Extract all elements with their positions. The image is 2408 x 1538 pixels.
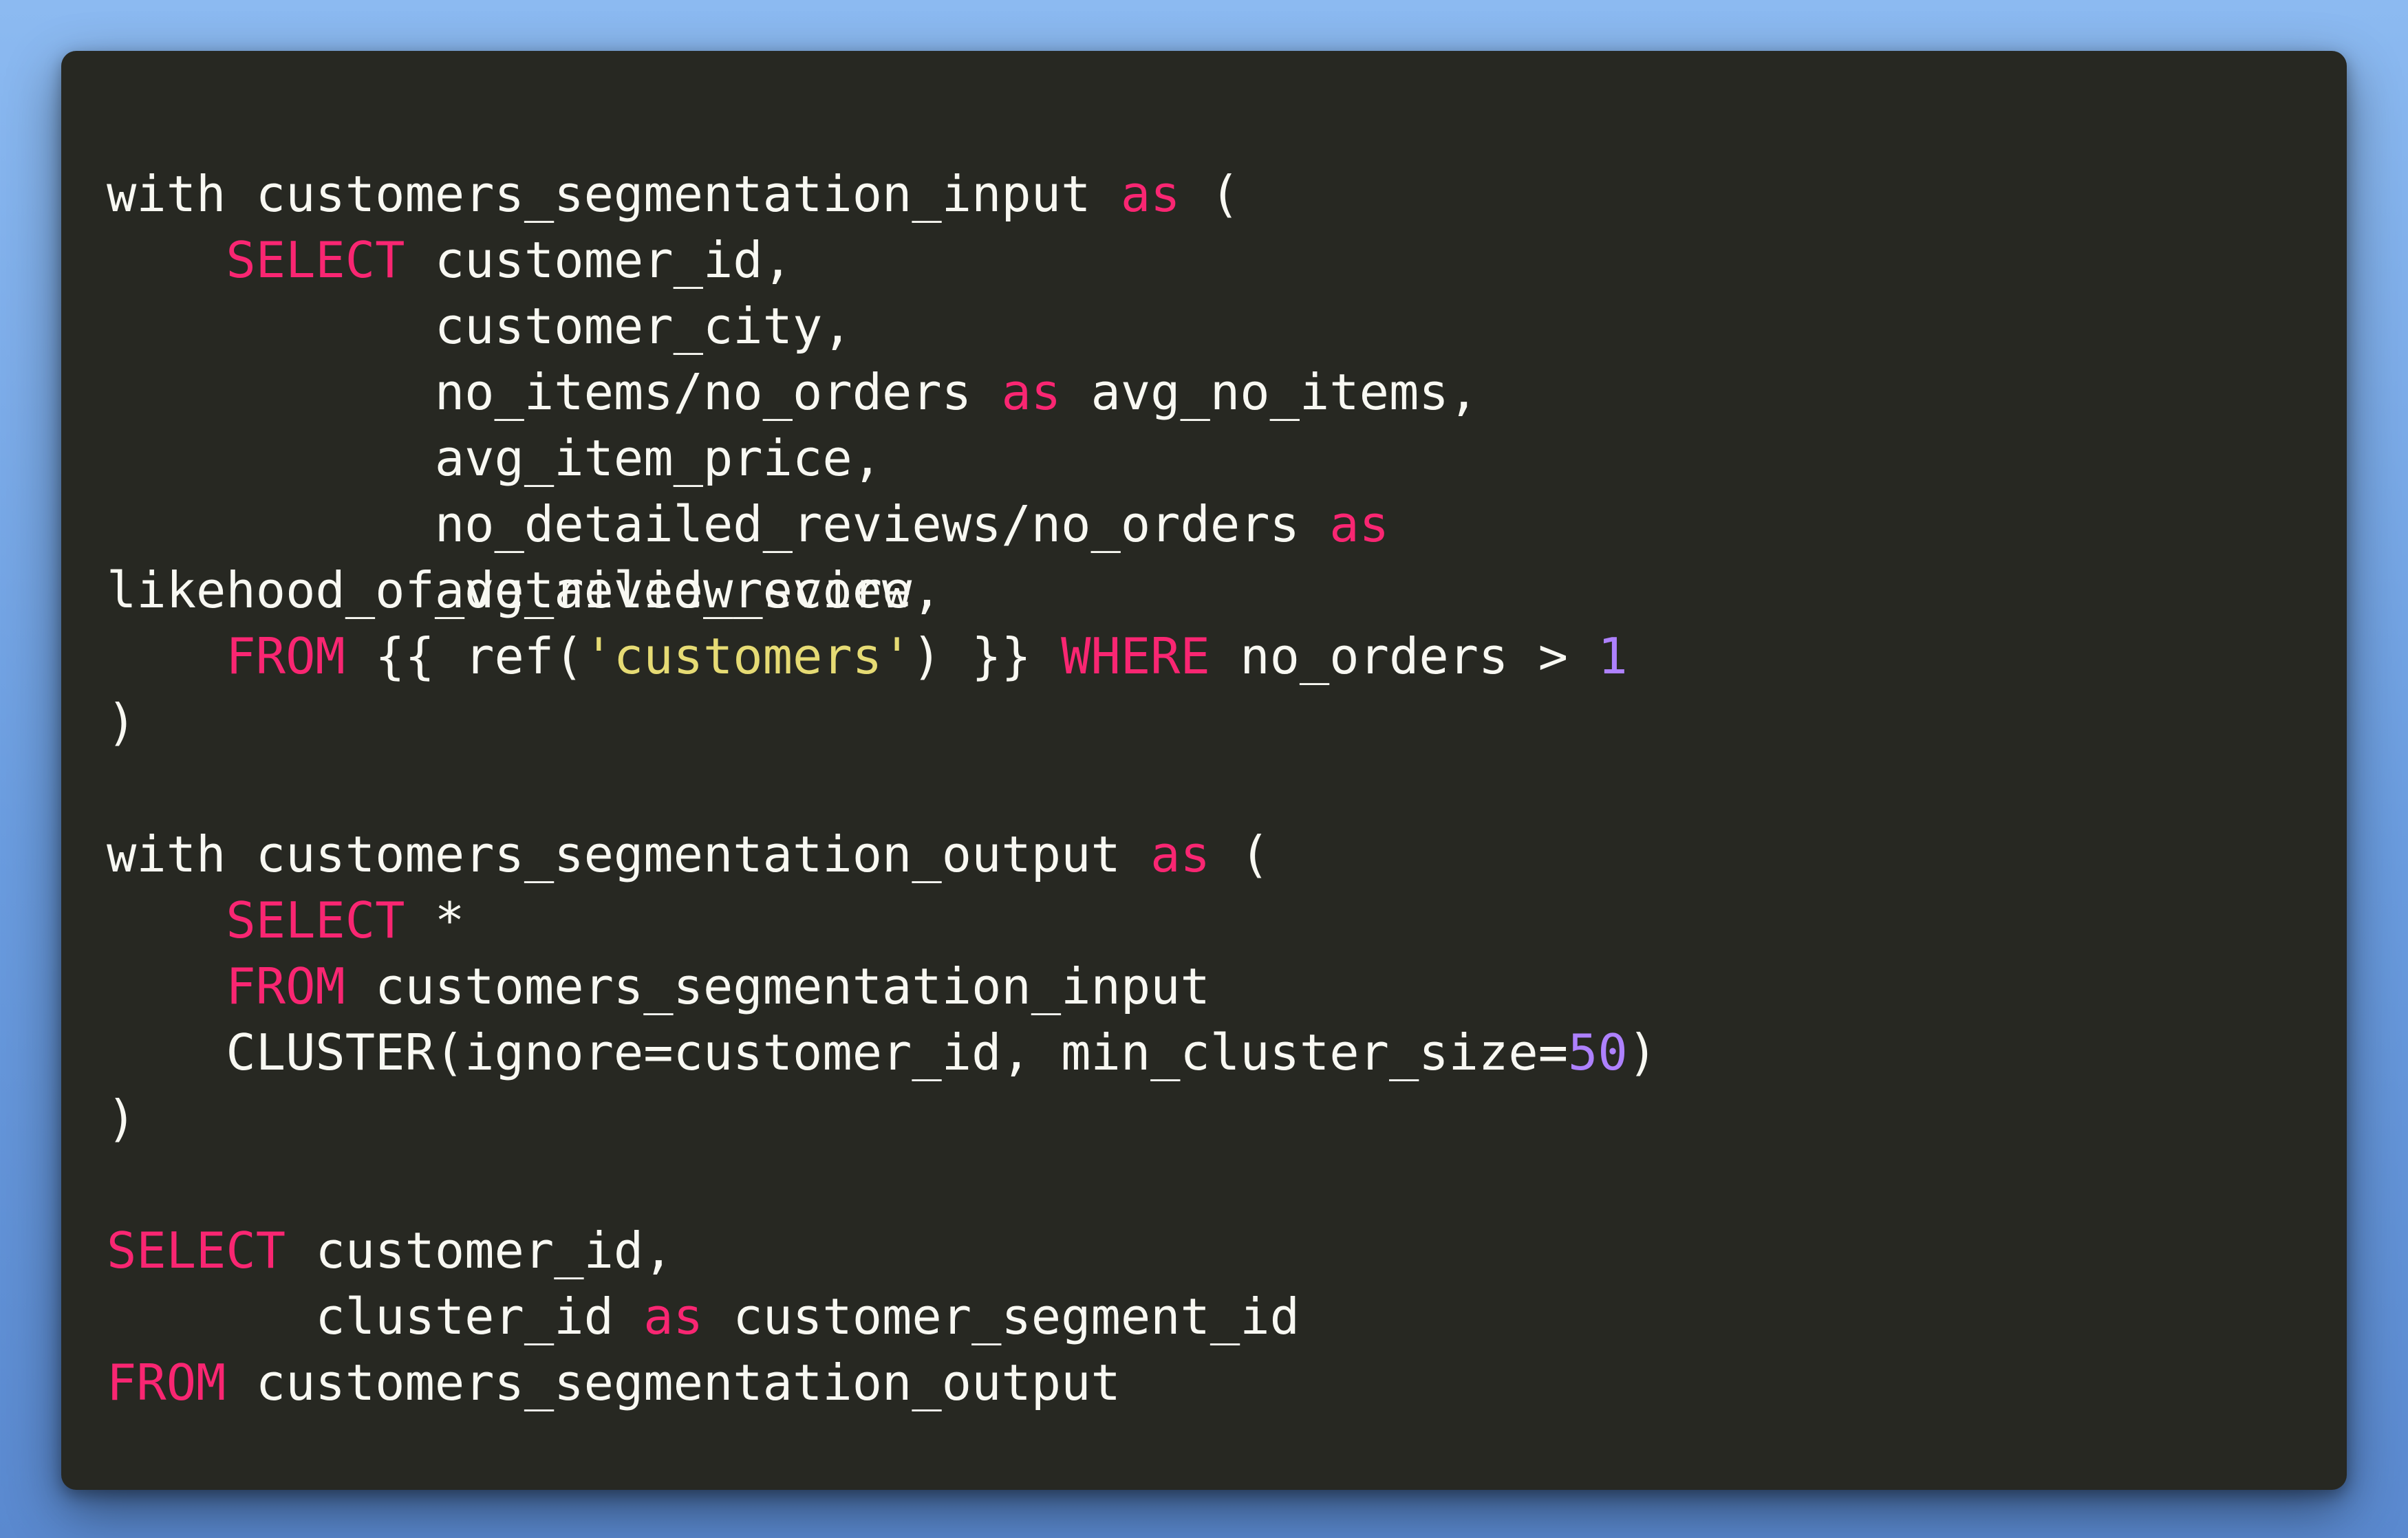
code-token: ) <box>1627 1023 1658 1081</box>
code-token <box>107 231 226 289</box>
code-token: ) <box>107 1090 137 1147</box>
code-token: as <box>1120 165 1181 223</box>
code-token: customer_segment_id <box>702 1288 1300 1345</box>
code-line: SELECT customer_id, <box>107 1217 674 1284</box>
code-token: likehood_of_detailed_review, <box>107 561 942 619</box>
code-token: 1 <box>1598 627 1628 685</box>
code-token: SELECT <box>226 891 405 949</box>
code-token: {{ ref( <box>345 627 584 685</box>
code-token: customers_segmentation_input <box>345 957 1210 1015</box>
code-token: CLUSTER(ignore=customer_id, min_cluster_… <box>107 1023 1569 1081</box>
code-line: FROM {{ ref('customers') }} WHERE no_ord… <box>107 623 1628 689</box>
code-token <box>107 891 226 949</box>
code-token: no_detailed_reviews/no_orders <box>107 495 1330 553</box>
code-token: ) }} <box>912 627 1062 685</box>
code-token: as <box>643 1288 703 1345</box>
code-token: as <box>1329 495 1389 553</box>
code-line: cluster_id as customer_segment_id <box>107 1284 1300 1350</box>
code-token: ( <box>1210 825 1270 883</box>
code-token: avg_item_price, <box>107 429 883 487</box>
code-token: customer_city, <box>107 297 852 355</box>
code-line: likehood_of_detailed_review, <box>107 557 942 623</box>
code-token: as <box>1001 363 1062 421</box>
code-line: SELECT customer_id, <box>107 227 793 293</box>
code-token: as <box>1150 825 1210 883</box>
code-token: 'customers' <box>583 627 912 685</box>
code-token <box>107 957 226 1015</box>
code-token: SELECT <box>226 231 405 289</box>
code-line: FROM customers_segmentation_output <box>107 1350 1121 1416</box>
code-token: ( <box>1180 165 1240 223</box>
code-line: no_detailed_reviews/no_orders as <box>107 491 1389 557</box>
code-token <box>107 627 226 685</box>
code-line: FROM customers_segmentation_input <box>107 953 1210 1019</box>
code-token: customer_id, <box>286 1222 674 1279</box>
code-token: no_items/no_orders <box>107 363 1002 421</box>
code-line: with customers_segmentation_output as ( <box>107 821 1270 887</box>
code-token: cluster_id <box>107 1288 644 1345</box>
code-token: with customers_segmentation_output <box>107 825 1151 883</box>
code-line: SELECT * <box>107 887 464 953</box>
code-token: SELECT <box>107 1222 286 1279</box>
code-line-overlap: avg_review_score, <box>107 557 942 623</box>
code-token: FROM <box>226 627 345 685</box>
code-token: WHERE <box>1061 627 1210 685</box>
code-line: customer_city, <box>107 293 852 359</box>
code-token: customers_segmentation_output <box>226 1354 1121 1411</box>
code-token: FROM <box>226 957 345 1015</box>
code-token: avg_review_score, <box>107 561 942 619</box>
code-window: with customers_segmentation_input as ( S… <box>61 51 2347 1490</box>
code-block: with customers_segmentation_input as ( S… <box>107 51 2308 1490</box>
code-token: with customers_segmentation_input <box>107 165 1121 223</box>
code-line: ) <box>107 1085 136 1151</box>
code-token: avg_no_items, <box>1061 363 1479 421</box>
code-token: customer_id, <box>405 231 793 289</box>
code-token: ) <box>107 693 137 751</box>
code-line: with customers_segmentation_input as ( <box>107 161 1240 227</box>
code-token: no_orders > <box>1210 627 1598 685</box>
code-token: 50 <box>1568 1023 1628 1081</box>
code-token: FROM <box>107 1354 226 1411</box>
code-token: * <box>405 891 465 949</box>
code-line: no_items/no_orders as avg_no_items, <box>107 359 1479 425</box>
code-line: avg_item_price, <box>107 425 882 491</box>
code-line: CLUSTER(ignore=customer_id, min_cluster_… <box>107 1019 1657 1085</box>
code-line: ) <box>107 689 136 755</box>
